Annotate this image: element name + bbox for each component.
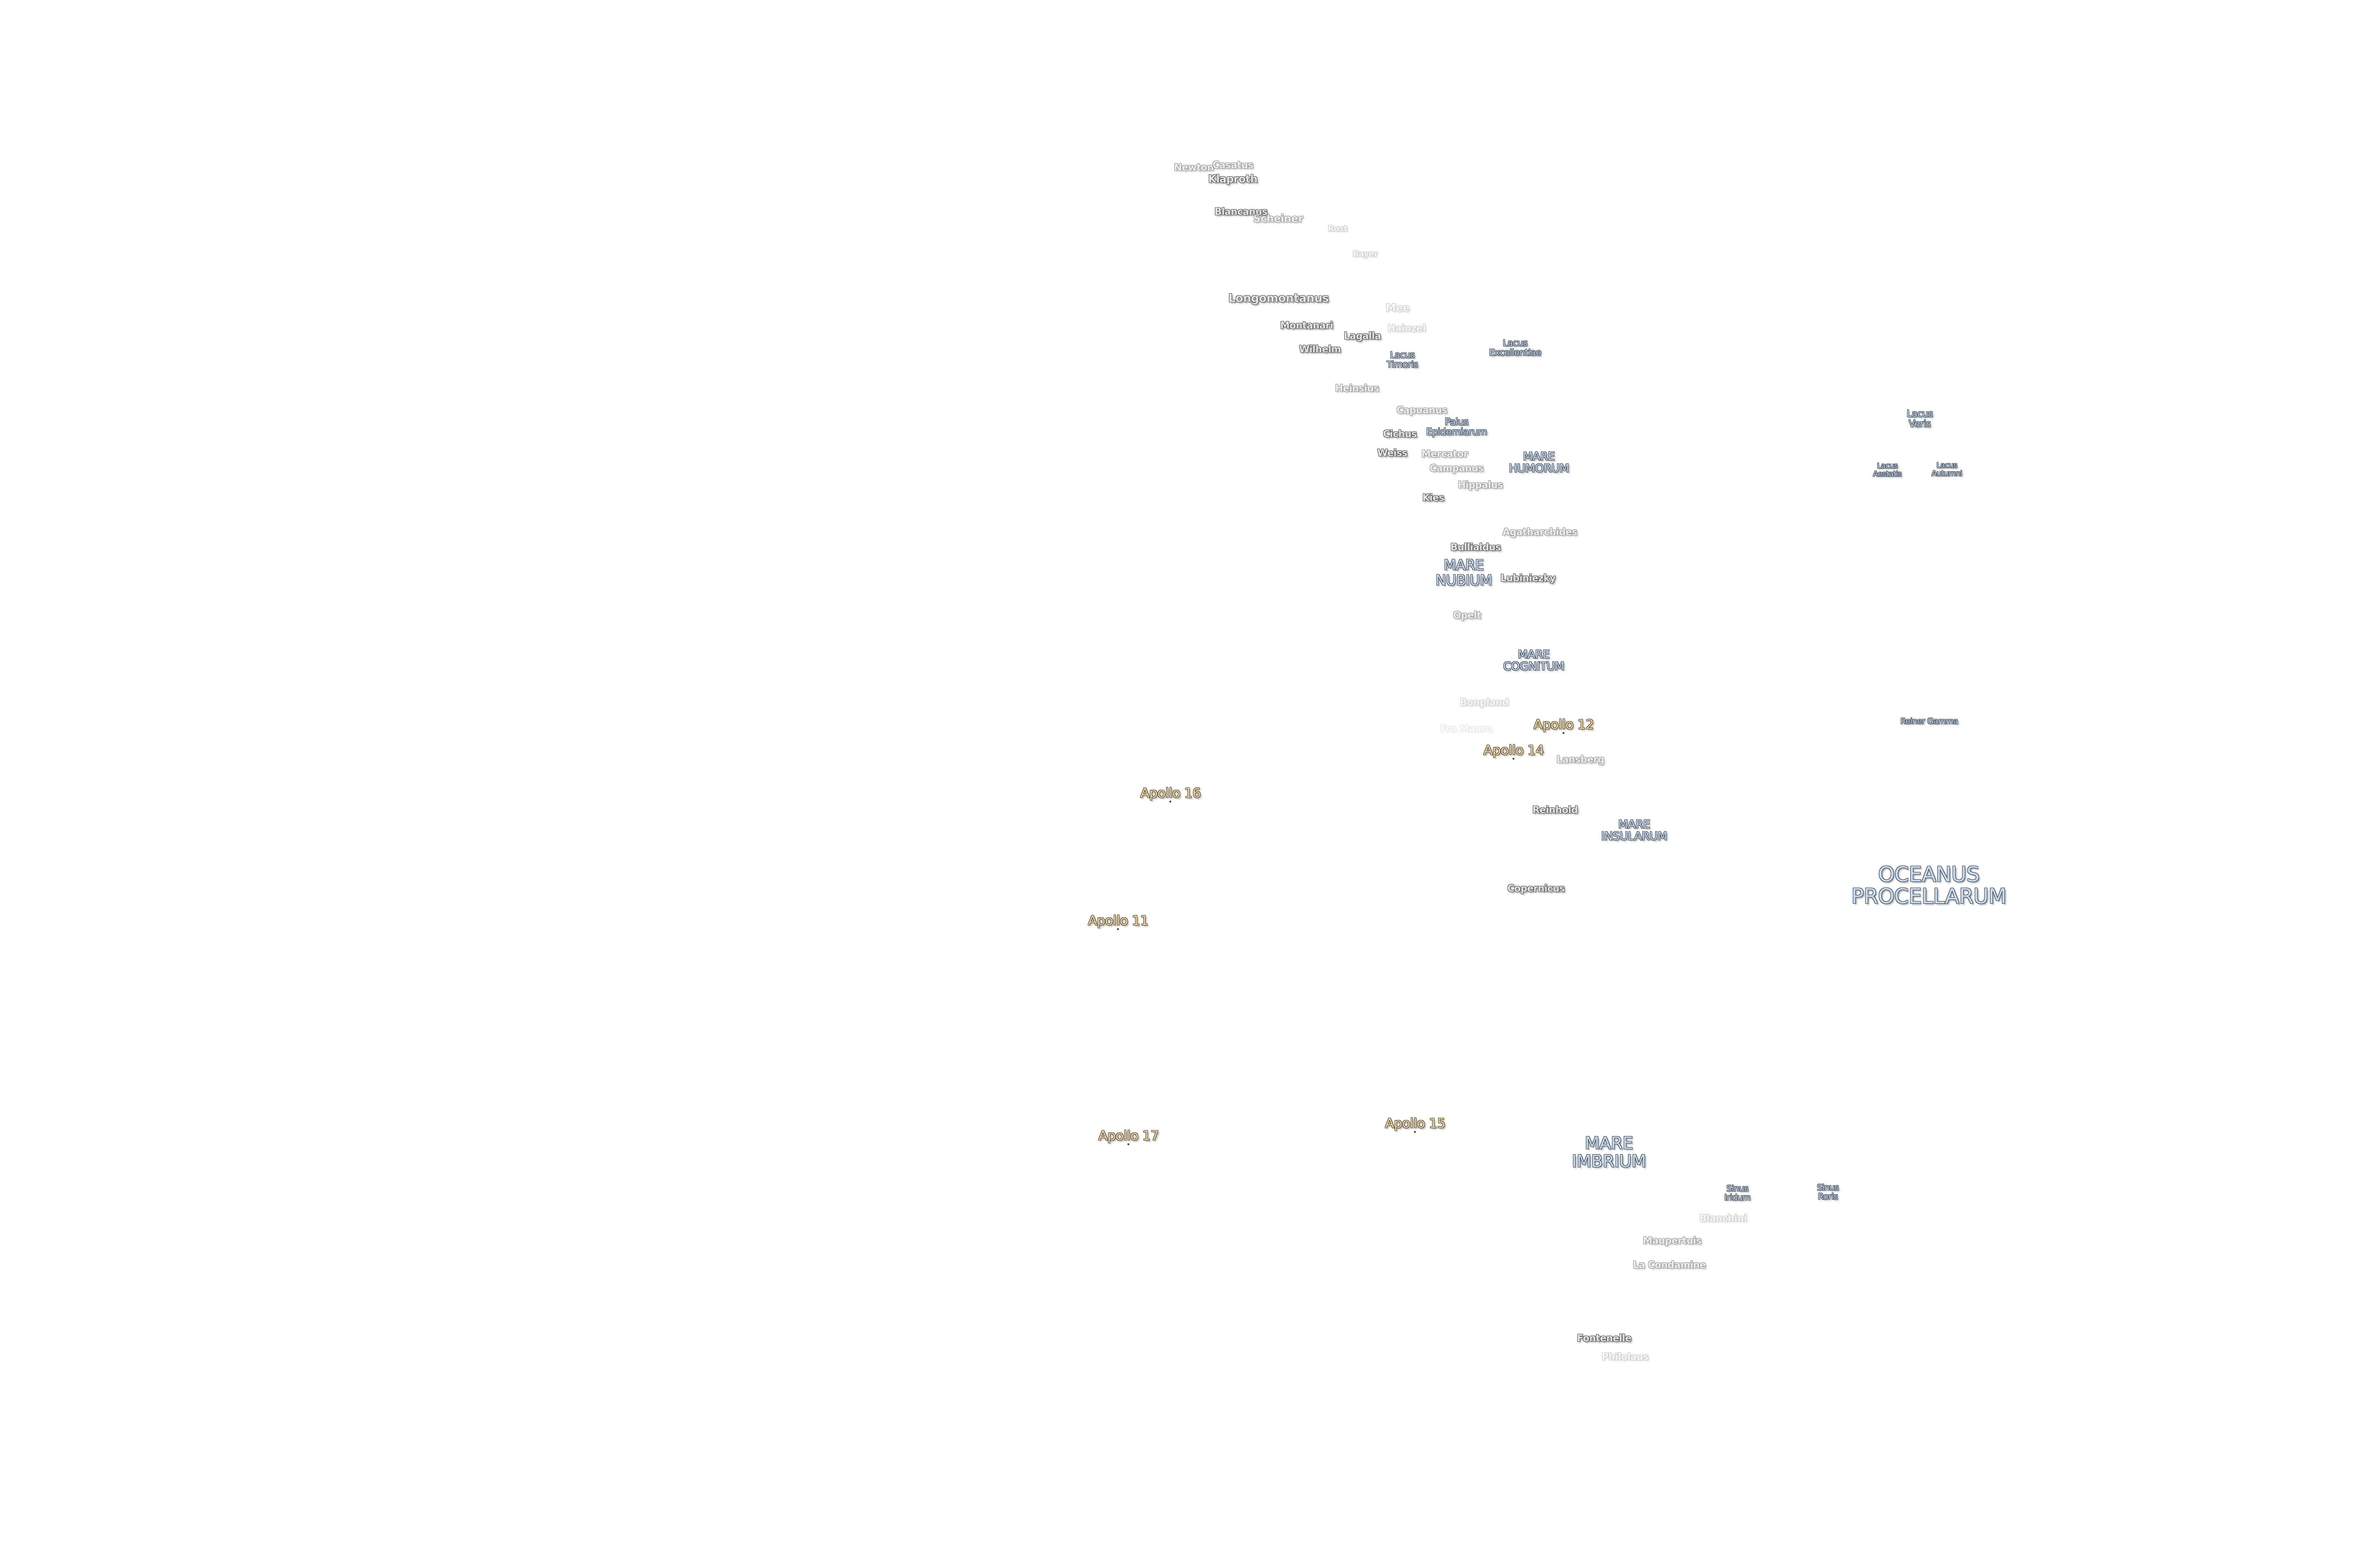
mare-label-lacus-excellentiae: Lacus Excellentiae bbox=[1489, 338, 1541, 358]
landing-site-marker-icon bbox=[1170, 801, 1171, 803]
mare-label-sinus-iridum: Sinus Iridum bbox=[1724, 1184, 1751, 1203]
crater-label-bonpland: Bonpland bbox=[1459, 696, 1509, 708]
crater-label-reinhold: Reinhold bbox=[1532, 804, 1578, 816]
crater-label-weiss: Weiss bbox=[1377, 447, 1408, 459]
mare-label-mare-insularum: MARE INSULARUM bbox=[1601, 817, 1667, 843]
crater-label-lagalla: Lagalla bbox=[1344, 330, 1381, 342]
crater-label-bullialdus: Bullialdus bbox=[1450, 541, 1501, 553]
crater-label-copernicus: Copernicus bbox=[1507, 882, 1565, 894]
crater-label-bayer: Bayer bbox=[1352, 249, 1378, 259]
crater-label-hippalus: Hippalus bbox=[1458, 479, 1503, 491]
mare-label-lacus-timoris: Lacus Timoris bbox=[1387, 350, 1418, 370]
landing-site-marker-icon bbox=[1117, 928, 1119, 930]
mare-label-lacus-veris: Lacus Veris bbox=[1906, 408, 1934, 429]
mare-label-sinus-roris: Sinus Roris bbox=[1816, 1183, 1839, 1202]
mare-label-lacus-autumni: Lacus Autumni bbox=[1931, 461, 1963, 478]
crater-label-blancanus: Blancanus bbox=[1214, 206, 1268, 217]
crater-label-campanus: Campanus bbox=[1429, 462, 1484, 474]
apollo-label-text: Apollo 17 bbox=[1098, 1127, 1159, 1144]
crater-label-fontenelle: Fontenelle bbox=[1577, 1332, 1632, 1344]
apollo-14-landing-label[interactable]: Apollo 14 bbox=[1483, 742, 1544, 760]
crater-label-wilhelm: Wilhelm bbox=[1299, 343, 1341, 355]
crater-label-newton: Newton bbox=[1174, 161, 1214, 173]
crater-label-hainzel: Hainzel bbox=[1388, 322, 1426, 334]
mare-label-palus-epidemiarum: Palus Epidemiarum bbox=[1426, 416, 1488, 437]
crater-label-fra-mauro: Fra Mauro bbox=[1440, 722, 1492, 734]
crater-label-agatharchides: Agatharchides bbox=[1502, 526, 1577, 538]
crater-label-rost: Rost bbox=[1328, 224, 1348, 234]
crater-label-capuanus: Capuanus bbox=[1396, 404, 1448, 416]
crater-label-longomontanus: Longomontanus bbox=[1228, 291, 1329, 305]
apollo-16-landing-label[interactable]: Apollo 16 bbox=[1140, 785, 1201, 803]
apollo-11-landing-label[interactable]: Apollo 11 bbox=[1088, 912, 1149, 930]
mare-label-oceanus-procellarum: OCEANUS PROCELLARUM bbox=[1851, 862, 2006, 909]
crater-label-la-condamine: La Condamine bbox=[1633, 1259, 1706, 1271]
crater-label-philolaus: Philolaus bbox=[1601, 1351, 1649, 1363]
apollo-label-text: Apollo 14 bbox=[1483, 742, 1544, 758]
apollo-12-landing-label[interactable]: Apollo 12 bbox=[1533, 716, 1594, 734]
mare-label-mare-humorum: MARE HUMORUM bbox=[1508, 449, 1569, 475]
crater-label-kies: Kies bbox=[1422, 492, 1444, 504]
crater-label-lansberg: Lansberg bbox=[1556, 753, 1605, 765]
crater-label-montanari: Montanari bbox=[1280, 319, 1333, 331]
mare-label-mare-cognitum: MARE COGNITUM bbox=[1503, 647, 1565, 673]
crater-label-mercator: Mercator bbox=[1421, 448, 1468, 460]
crater-label-mee: Mee bbox=[1385, 302, 1410, 315]
mare-label-mare-nubium: MARE NUBIUM bbox=[1435, 557, 1492, 589]
landing-site-marker-icon bbox=[1563, 732, 1565, 734]
apollo-label-text: Apollo 15 bbox=[1385, 1115, 1446, 1131]
mare-label-reiner-gamma: Reiner Gamma bbox=[1900, 717, 1959, 727]
landing-site-marker-icon bbox=[1414, 1131, 1416, 1133]
crater-label-lubiniezky: Lubiniezky bbox=[1500, 572, 1556, 584]
crater-label-klaproth: Klaproth bbox=[1208, 173, 1258, 186]
crater-label-opelt: Opelt bbox=[1453, 609, 1481, 621]
crater-label-cichus: Cichus bbox=[1383, 428, 1417, 440]
landing-site-marker-icon bbox=[1513, 758, 1515, 760]
crater-label-heinsius: Heinsius bbox=[1335, 382, 1379, 394]
apollo-label-text: Apollo 16 bbox=[1140, 785, 1201, 801]
landing-site-marker-icon bbox=[1128, 1143, 1130, 1146]
apollo-17-landing-label[interactable]: Apollo 17 bbox=[1098, 1127, 1159, 1146]
apollo-label-text: Apollo 11 bbox=[1088, 912, 1149, 929]
mare-label-lacus-aestatis: Lacus Aestatis bbox=[1873, 461, 1902, 478]
apollo-label-text: Apollo 12 bbox=[1533, 716, 1594, 732]
mare-label-mare-imbrium: MARE IMBRIUM bbox=[1572, 1134, 1646, 1171]
crater-label-casatus: Casatus bbox=[1212, 159, 1253, 171]
crater-label-maupertuis: Maupertuis bbox=[1643, 1235, 1702, 1246]
apollo-15-landing-label[interactable]: Apollo 15 bbox=[1385, 1115, 1446, 1133]
crater-label-blanchini: Blanchini bbox=[1699, 1212, 1747, 1224]
crater-label-scheiner: Scheiner bbox=[1253, 213, 1303, 225]
